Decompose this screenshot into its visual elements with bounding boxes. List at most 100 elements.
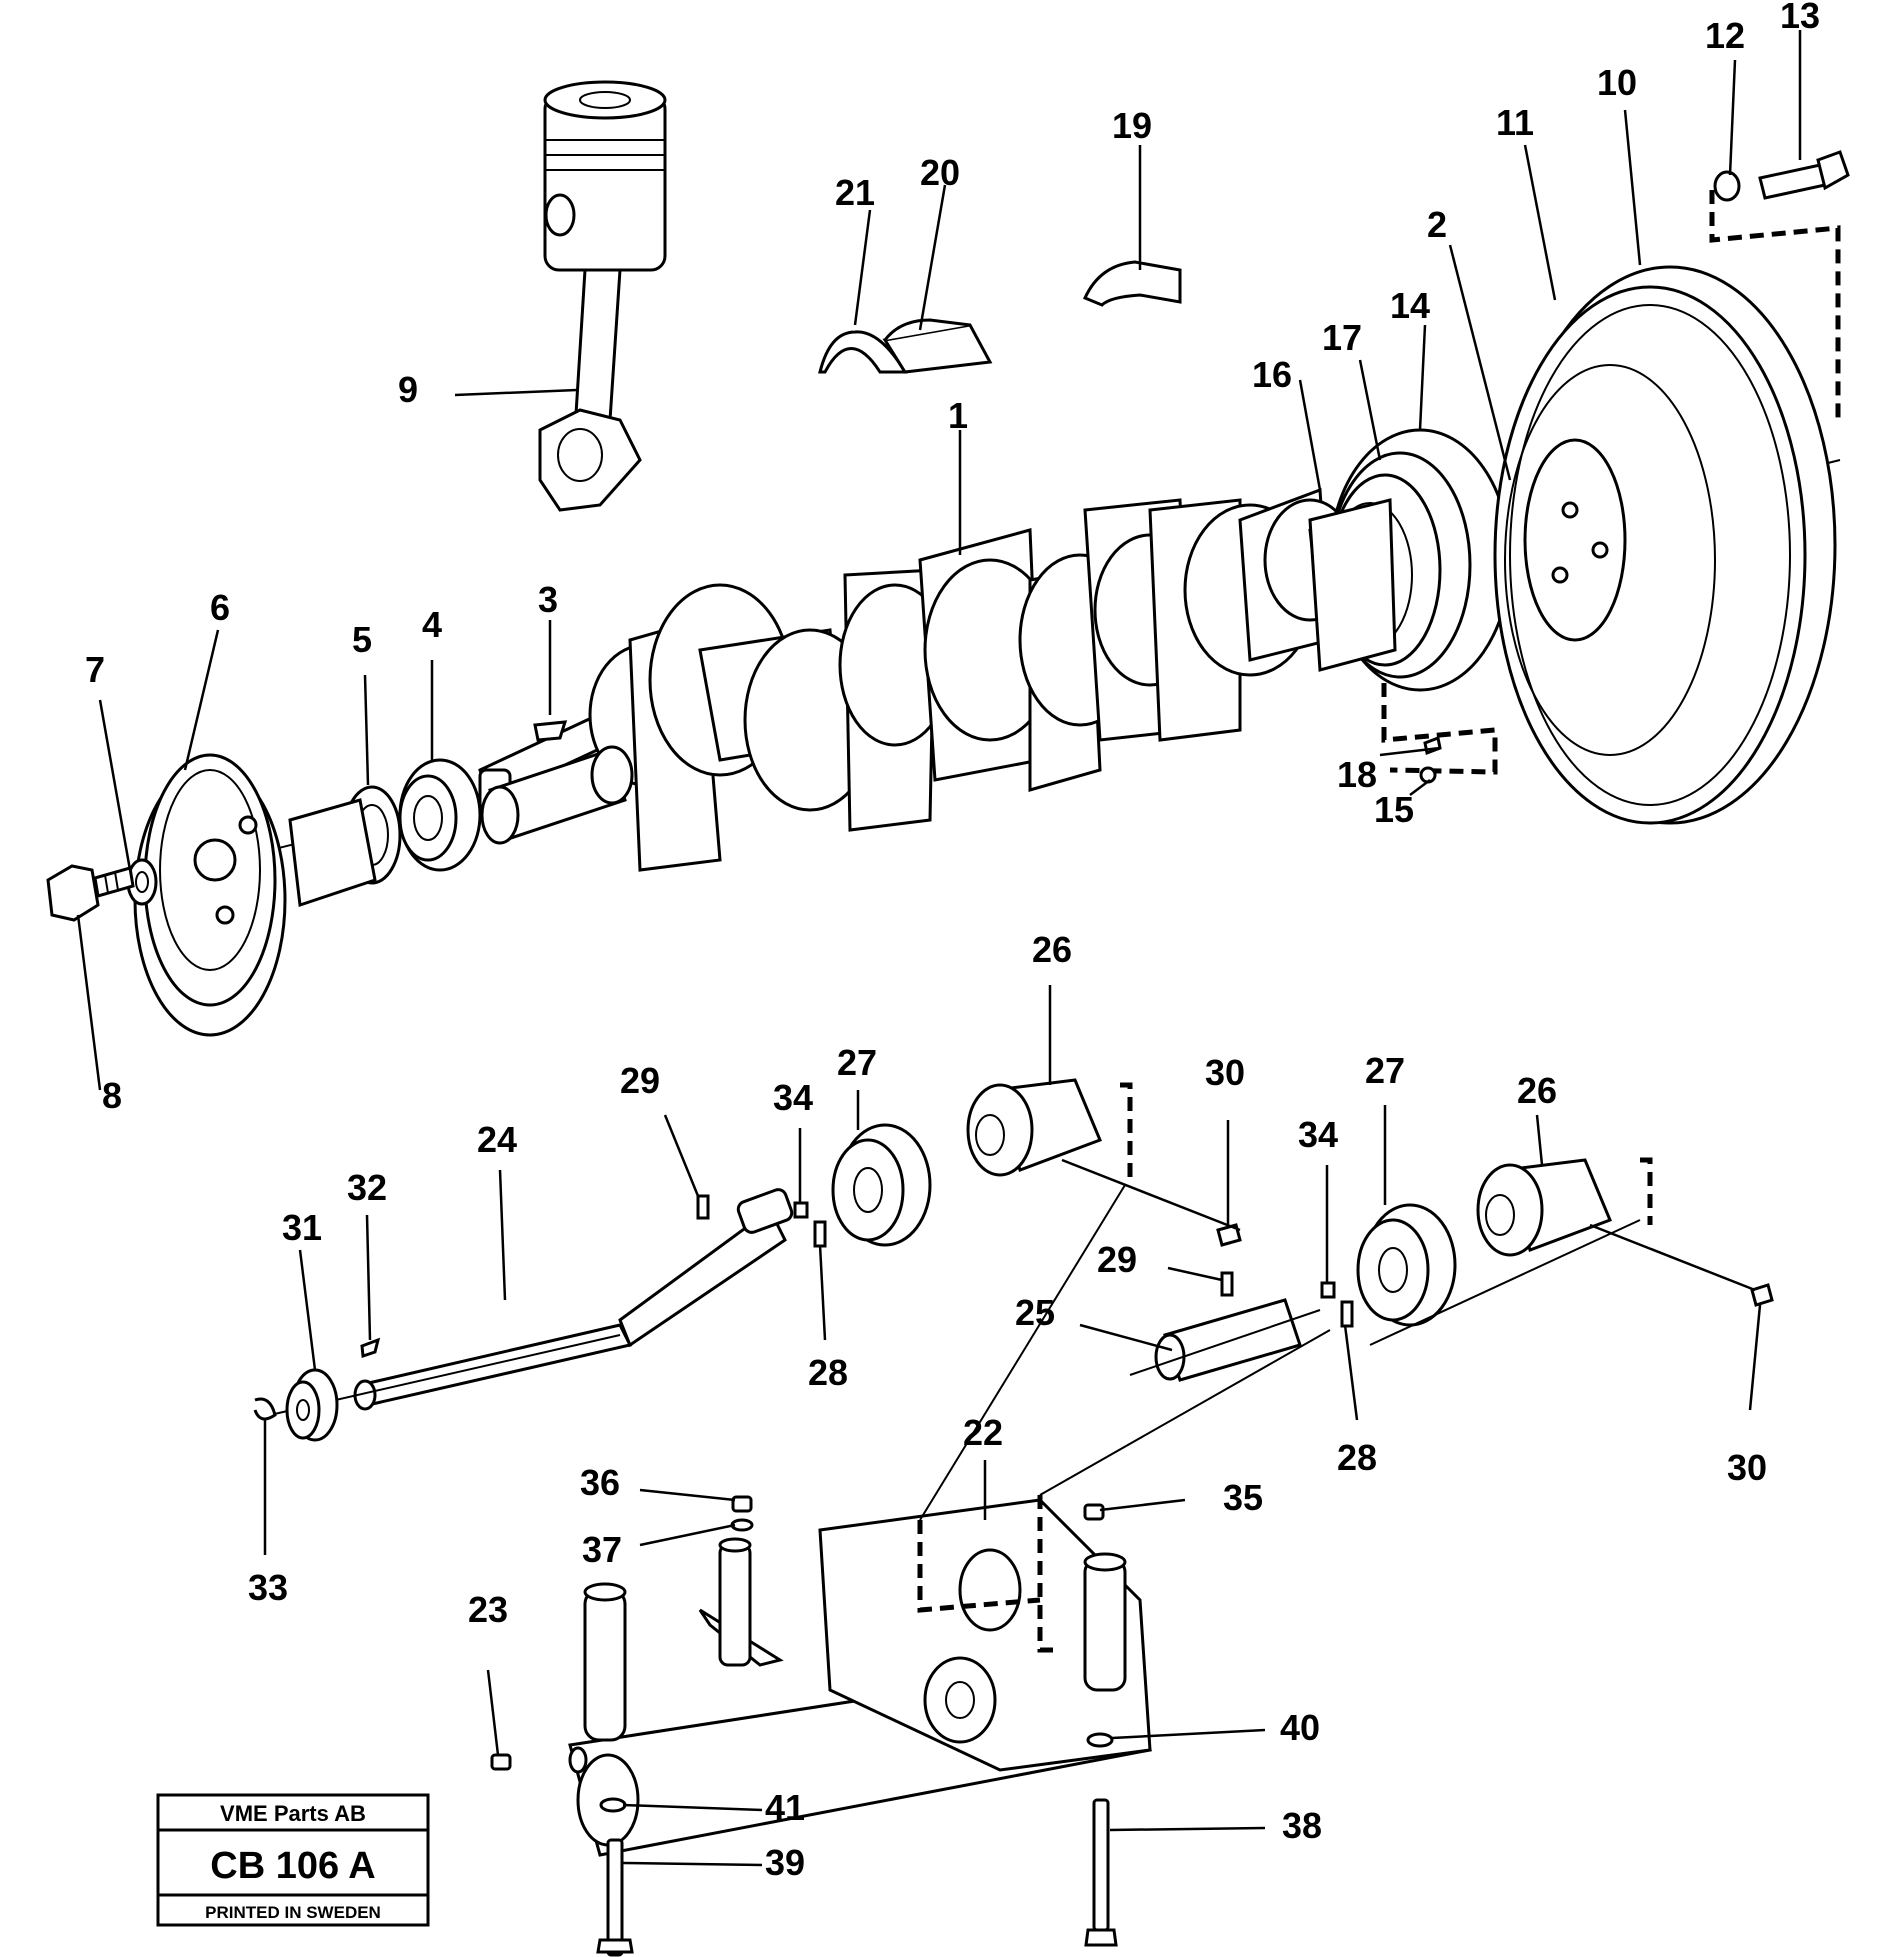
idler-shaft — [1129, 1298, 1321, 1382]
shaft-guide-line-left — [919, 1184, 1126, 1521]
balance-shaft-drive-gear — [285, 1368, 339, 1442]
callout-35: 35 — [1223, 1477, 1263, 1518]
balance-shaft-housing — [568, 1498, 1152, 1857]
callout-labels: 1 2 3 4 5 6 7 8 9 10 11 12 13 14 15 16 1… — [85, 0, 1820, 1883]
housing-link-bracket-left — [917, 1520, 1041, 1613]
callout-2: 2 — [1427, 204, 1447, 245]
circlip — [253, 1397, 277, 1421]
callout-41: 41 — [765, 1787, 805, 1828]
callout-8: 8 — [102, 1075, 122, 1116]
title-block: VME Parts AB CB 106 A PRINTED IN SWEDEN — [156, 1793, 430, 1927]
crankshaft — [478, 487, 1382, 872]
callout-31: 31 — [282, 1207, 322, 1248]
callout-18: 18 — [1337, 754, 1377, 795]
callout-28b: 28 — [1337, 1437, 1377, 1478]
callout-34b: 34 — [1298, 1114, 1338, 1155]
callout-22: 22 — [963, 1412, 1003, 1453]
callout-27a: 27 — [837, 1042, 877, 1083]
washer-34-right — [1320, 1281, 1336, 1299]
woodruff-key — [533, 720, 568, 742]
shaft-guide-line-mid — [1039, 1329, 1331, 1496]
callout-14: 14 — [1390, 285, 1430, 326]
balance-shaft — [269, 1188, 794, 1416]
washer-34-left — [793, 1201, 809, 1219]
upper-leader-lines — [76, 30, 1802, 1091]
flywheel-bolt — [1758, 150, 1850, 200]
callout-7: 7 — [85, 649, 105, 690]
crankshaft-gear — [398, 758, 482, 872]
callout-33: 33 — [248, 1567, 288, 1608]
washer-41 — [599, 1797, 627, 1813]
callout-26a: 26 — [1032, 929, 1072, 970]
callout-32: 32 — [347, 1167, 387, 1208]
title-block-company: VME Parts AB — [220, 1801, 366, 1826]
crankshaft-assembly — [46, 80, 1850, 1037]
nut-36 — [731, 1495, 753, 1513]
pulley-bolt — [46, 864, 135, 922]
callout-11: 11 — [1496, 102, 1534, 143]
callout-19: 19 — [1112, 105, 1152, 146]
title-block-printed: PRINTED IN SWEDEN — [205, 1903, 381, 1922]
housing-bracket-left — [1120, 1082, 1133, 1185]
callout-4: 4 — [422, 604, 442, 645]
callout-37: 37 — [582, 1529, 622, 1570]
piston-and-connecting-rod — [538, 80, 667, 512]
callout-30b: 30 — [1727, 1447, 1767, 1488]
callout-1: 1 — [948, 395, 968, 436]
callout-25: 25 — [1015, 1292, 1055, 1333]
con-rod-bearing-shell — [1082, 260, 1182, 307]
lower-leader-lines — [263, 985, 1762, 1867]
nut-35 — [1083, 1503, 1105, 1521]
callout-17: 17 — [1322, 317, 1362, 358]
callout-23: 23 — [468, 1589, 508, 1630]
callout-36: 36 — [580, 1462, 620, 1503]
flywheel-bolt-washer — [1713, 170, 1741, 202]
callout-16: 16 — [1252, 354, 1292, 395]
callout-9: 9 — [398, 369, 418, 410]
main-bearing-shells — [818, 318, 993, 374]
callout-20: 20 — [920, 152, 960, 193]
callout-21: 21 — [835, 172, 875, 213]
screw-30-right — [1750, 1283, 1774, 1307]
housing-bracket-right — [1640, 1157, 1653, 1225]
callout-24: 24 — [477, 1119, 517, 1160]
bearing-housing-left — [966, 1078, 1102, 1177]
pin-28-left — [813, 1220, 827, 1248]
crankshaft-pulley — [133, 753, 377, 1037]
callout-28a: 28 — [808, 1352, 848, 1393]
pin-28-right — [1340, 1300, 1354, 1328]
callout-5: 5 — [352, 619, 372, 660]
callout-38: 38 — [1282, 1805, 1322, 1846]
callout-12: 12 — [1705, 15, 1745, 56]
plug-23 — [490, 1753, 512, 1771]
callout-15: 15 — [1374, 789, 1414, 830]
callout-30a: 30 — [1205, 1052, 1245, 1093]
balance-shaft-assembly — [253, 1078, 1774, 1957]
flywheel-bolt-group-bracket — [1709, 190, 1841, 420]
callout-34a: 34 — [773, 1077, 813, 1118]
bearing-housing-right — [1476, 1158, 1612, 1257]
shaft-guide-line-right — [1369, 1219, 1641, 1346]
washer-40 — [1086, 1732, 1114, 1748]
callout-13: 13 — [1780, 0, 1820, 36]
flywheel-with-ring-gear — [1493, 265, 1837, 825]
callout-29a: 29 — [620, 1060, 660, 1101]
bolt-39 — [596, 1838, 634, 1957]
idler-gear-right — [1356, 1203, 1457, 1327]
callout-39: 39 — [765, 1842, 805, 1883]
rear-seal-housing — [1308, 428, 1512, 692]
pin-29-right — [1220, 1271, 1234, 1297]
callout-29b: 29 — [1097, 1239, 1137, 1280]
idler-gear-left — [831, 1123, 932, 1247]
bolt-38 — [1084, 1798, 1118, 1947]
screw-18 — [1423, 735, 1442, 756]
callout-3: 3 — [538, 579, 558, 620]
screw-group-bracket — [1381, 683, 1498, 775]
title-block-code: CB 106 A — [210, 1845, 375, 1887]
callout-26b: 26 — [1517, 1070, 1557, 1111]
housing-link-bracket-right — [1037, 1495, 1060, 1653]
pin-29-left — [696, 1194, 710, 1220]
callout-6: 6 — [210, 587, 230, 628]
screw-15 — [1419, 766, 1437, 784]
